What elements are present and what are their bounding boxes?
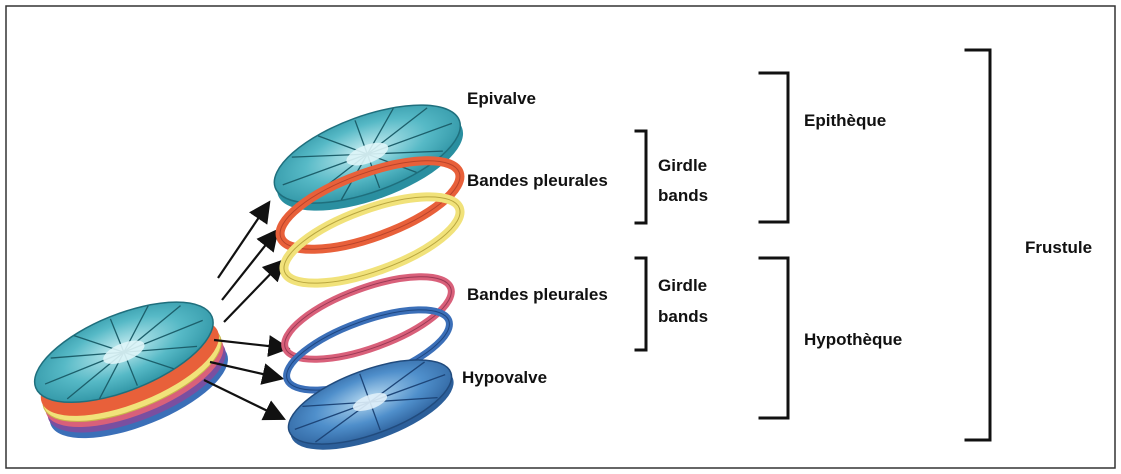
bracket-frustule (966, 50, 990, 440)
label-girdle-bands-bottom-line2: bands (658, 307, 708, 326)
arrow-to-top-band-1 (222, 232, 276, 300)
label-girdle-bands-bottom-line1: Girdle (658, 276, 707, 295)
arrow-to-hypovalve (204, 380, 282, 418)
label-frustule: Frustule (1025, 238, 1092, 257)
arrow-to-top-band-2 (224, 262, 282, 322)
bracket-epitheque (760, 73, 788, 222)
bracket-hypotheque (760, 258, 788, 418)
label-epitheque: Epithèque (804, 111, 886, 130)
bracket-girdle-bands-top (636, 131, 646, 223)
label-bandes-pleurales-bottom: Bandes pleurales (467, 285, 608, 304)
label-hypotheque: Hypothèque (804, 330, 902, 349)
label-bandes-pleurales-top: Bandes pleurales (467, 171, 608, 190)
label-girdle-bands-top-line1: Girdle (658, 156, 707, 175)
assembled-diatom (22, 281, 241, 458)
label-girdle-bands-top-line2: bands (658, 186, 708, 205)
bracket-girdle-bands-bottom (636, 258, 646, 350)
arrows (204, 204, 286, 418)
arrow-to-epivalve (218, 204, 268, 278)
label-hypovalve: Hypovalve (462, 368, 547, 387)
arrow-to-bottom-band-1 (214, 340, 286, 348)
brackets (636, 50, 990, 440)
label-epivalve: Epivalve (467, 89, 536, 108)
